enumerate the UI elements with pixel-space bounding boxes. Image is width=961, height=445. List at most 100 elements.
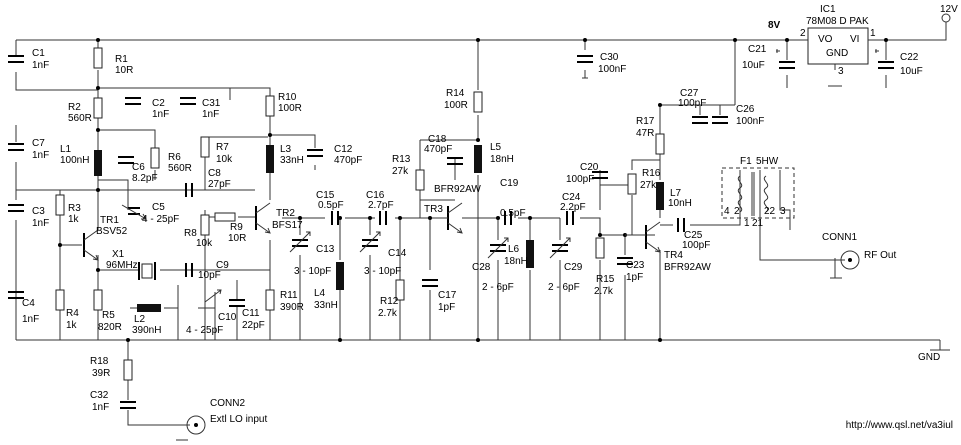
c6-ref: C6	[132, 162, 145, 173]
c9-ref: C9	[216, 260, 229, 271]
c12-value: 470pF	[334, 155, 362, 166]
c16-value: 2.7pF	[368, 200, 394, 211]
c7-value: 1nF	[32, 150, 49, 161]
ic1-box	[776, 27, 884, 65]
r6-value: 560R	[168, 163, 192, 174]
ic1-vo: VO	[818, 34, 833, 45]
c14-ref: C14	[388, 248, 407, 259]
l7-ref: L7	[670, 188, 682, 199]
r13-value: 27k	[392, 166, 409, 177]
c23-value: 1pF	[626, 272, 643, 283]
r10-value: 100R	[278, 103, 302, 114]
c23-ref: C23	[626, 260, 645, 271]
label-ground: GND	[918, 352, 940, 363]
x1-value: 96MHz	[106, 260, 138, 271]
c3-ref: C3	[32, 206, 45, 217]
r13-ref: R13	[392, 154, 411, 165]
ic1-vi: VI	[850, 34, 859, 45]
c21-ref: C21	[748, 44, 767, 55]
c13-value: 3 - 10pF	[294, 266, 331, 277]
c20-ref: C20	[580, 162, 599, 173]
r8-value: 10k	[196, 238, 213, 249]
l7-value: 10nH	[668, 198, 692, 209]
c12-ref: C12	[334, 144, 353, 155]
c1-value: 1nF	[32, 60, 49, 71]
c4-ref: C4	[22, 298, 35, 309]
f1-value: 5HW	[756, 156, 779, 167]
transistor-symbols	[83, 202, 661, 261]
c17-value: 1pF	[438, 302, 455, 313]
r15-ref: R15	[596, 274, 615, 285]
c5-ref: C5	[152, 202, 165, 213]
c15-ref: C15	[316, 190, 335, 201]
r2-value: 560R	[68, 113, 92, 124]
l2-value: 390nH	[132, 325, 161, 336]
r18-ref: R18	[90, 356, 109, 367]
c5-value: 4 - 25pF	[142, 214, 179, 225]
f1-filter	[721, 167, 795, 219]
c15-value: 0.5pF	[318, 200, 344, 211]
l1-value: 100nH	[60, 155, 89, 166]
c25-value: 100pF	[682, 240, 710, 251]
l4-ref: L4	[314, 288, 326, 299]
c19-ref: C19	[500, 178, 519, 189]
r4-value: 1k	[66, 320, 78, 331]
l6-value: 18nH	[504, 256, 528, 267]
r16-value: 27k	[640, 180, 657, 191]
ic1-part: 78M08 D PAK	[806, 16, 869, 27]
r7-ref: R7	[216, 142, 229, 153]
c14-value: 3 - 10pF	[364, 266, 401, 277]
c29-ref: C29	[564, 262, 583, 273]
c16-ref: C16	[366, 190, 385, 201]
tr2-value: BFS17	[272, 220, 303, 231]
r6-ref: R6	[168, 152, 181, 163]
c27-value: 100pF	[678, 98, 706, 109]
conn1-label: RF Out	[864, 250, 896, 261]
c30-value: 100nF	[598, 64, 626, 75]
c2-value: 1nF	[152, 109, 169, 120]
r17-ref: R17	[636, 116, 655, 127]
r5-ref: R5	[102, 310, 115, 321]
c30-ref: C30	[600, 52, 619, 63]
ic1-pin-gnd: 3	[838, 66, 844, 77]
resistor-symbols	[55, 47, 665, 381]
r15-value: 2.7k	[594, 286, 614, 297]
ic1-pin-in: 1	[870, 28, 876, 39]
f1-ref: F1	[740, 156, 752, 167]
ic1-pin-out: 2	[800, 28, 806, 39]
c1-ref: C1	[32, 48, 45, 59]
c18-ref: C18	[428, 134, 447, 145]
f1-pin-22: 22	[764, 206, 776, 217]
c13-ref: C13	[316, 244, 335, 255]
power-symbols	[582, 13, 951, 351]
c2-ref: C2	[152, 98, 165, 109]
capacitor-symbols	[8, 55, 894, 409]
ic1-gnd: GND	[826, 48, 848, 59]
r7-value: 10k	[216, 154, 233, 165]
f1-pin-1: 1	[744, 218, 750, 229]
c7-ref: C7	[32, 138, 45, 149]
r9-value: 10R	[228, 233, 246, 244]
c6-value: 8.2pF	[132, 173, 158, 184]
r12-value: 2.7k	[378, 308, 398, 319]
c31-ref: C31	[202, 98, 221, 109]
c22-ref: C22	[900, 52, 919, 63]
c8-ref: C8	[208, 168, 221, 179]
c29-value: 2 - 6pF	[548, 282, 580, 293]
c28-value: 2 - 6pF	[482, 282, 514, 293]
r4-ref: R4	[66, 308, 79, 319]
r3-ref: R3	[68, 203, 81, 214]
tr3-ref: TR3	[424, 204, 443, 215]
c11-value: 22pF	[242, 320, 265, 331]
c31-value: 1nF	[202, 109, 219, 120]
c17-ref: C17	[438, 290, 457, 301]
r18-value: 39R	[92, 368, 110, 379]
r9-ref: R9	[230, 222, 243, 233]
r2-ref: R2	[68, 102, 81, 113]
c22-value: 10uF	[900, 66, 923, 77]
c18-value: 470pF	[424, 144, 452, 155]
c11-ref: C11	[242, 308, 260, 319]
tr1-value: BSV52	[96, 226, 128, 237]
c20-value: 100pF	[566, 174, 594, 185]
conn2-ref: CONN2	[210, 398, 245, 409]
